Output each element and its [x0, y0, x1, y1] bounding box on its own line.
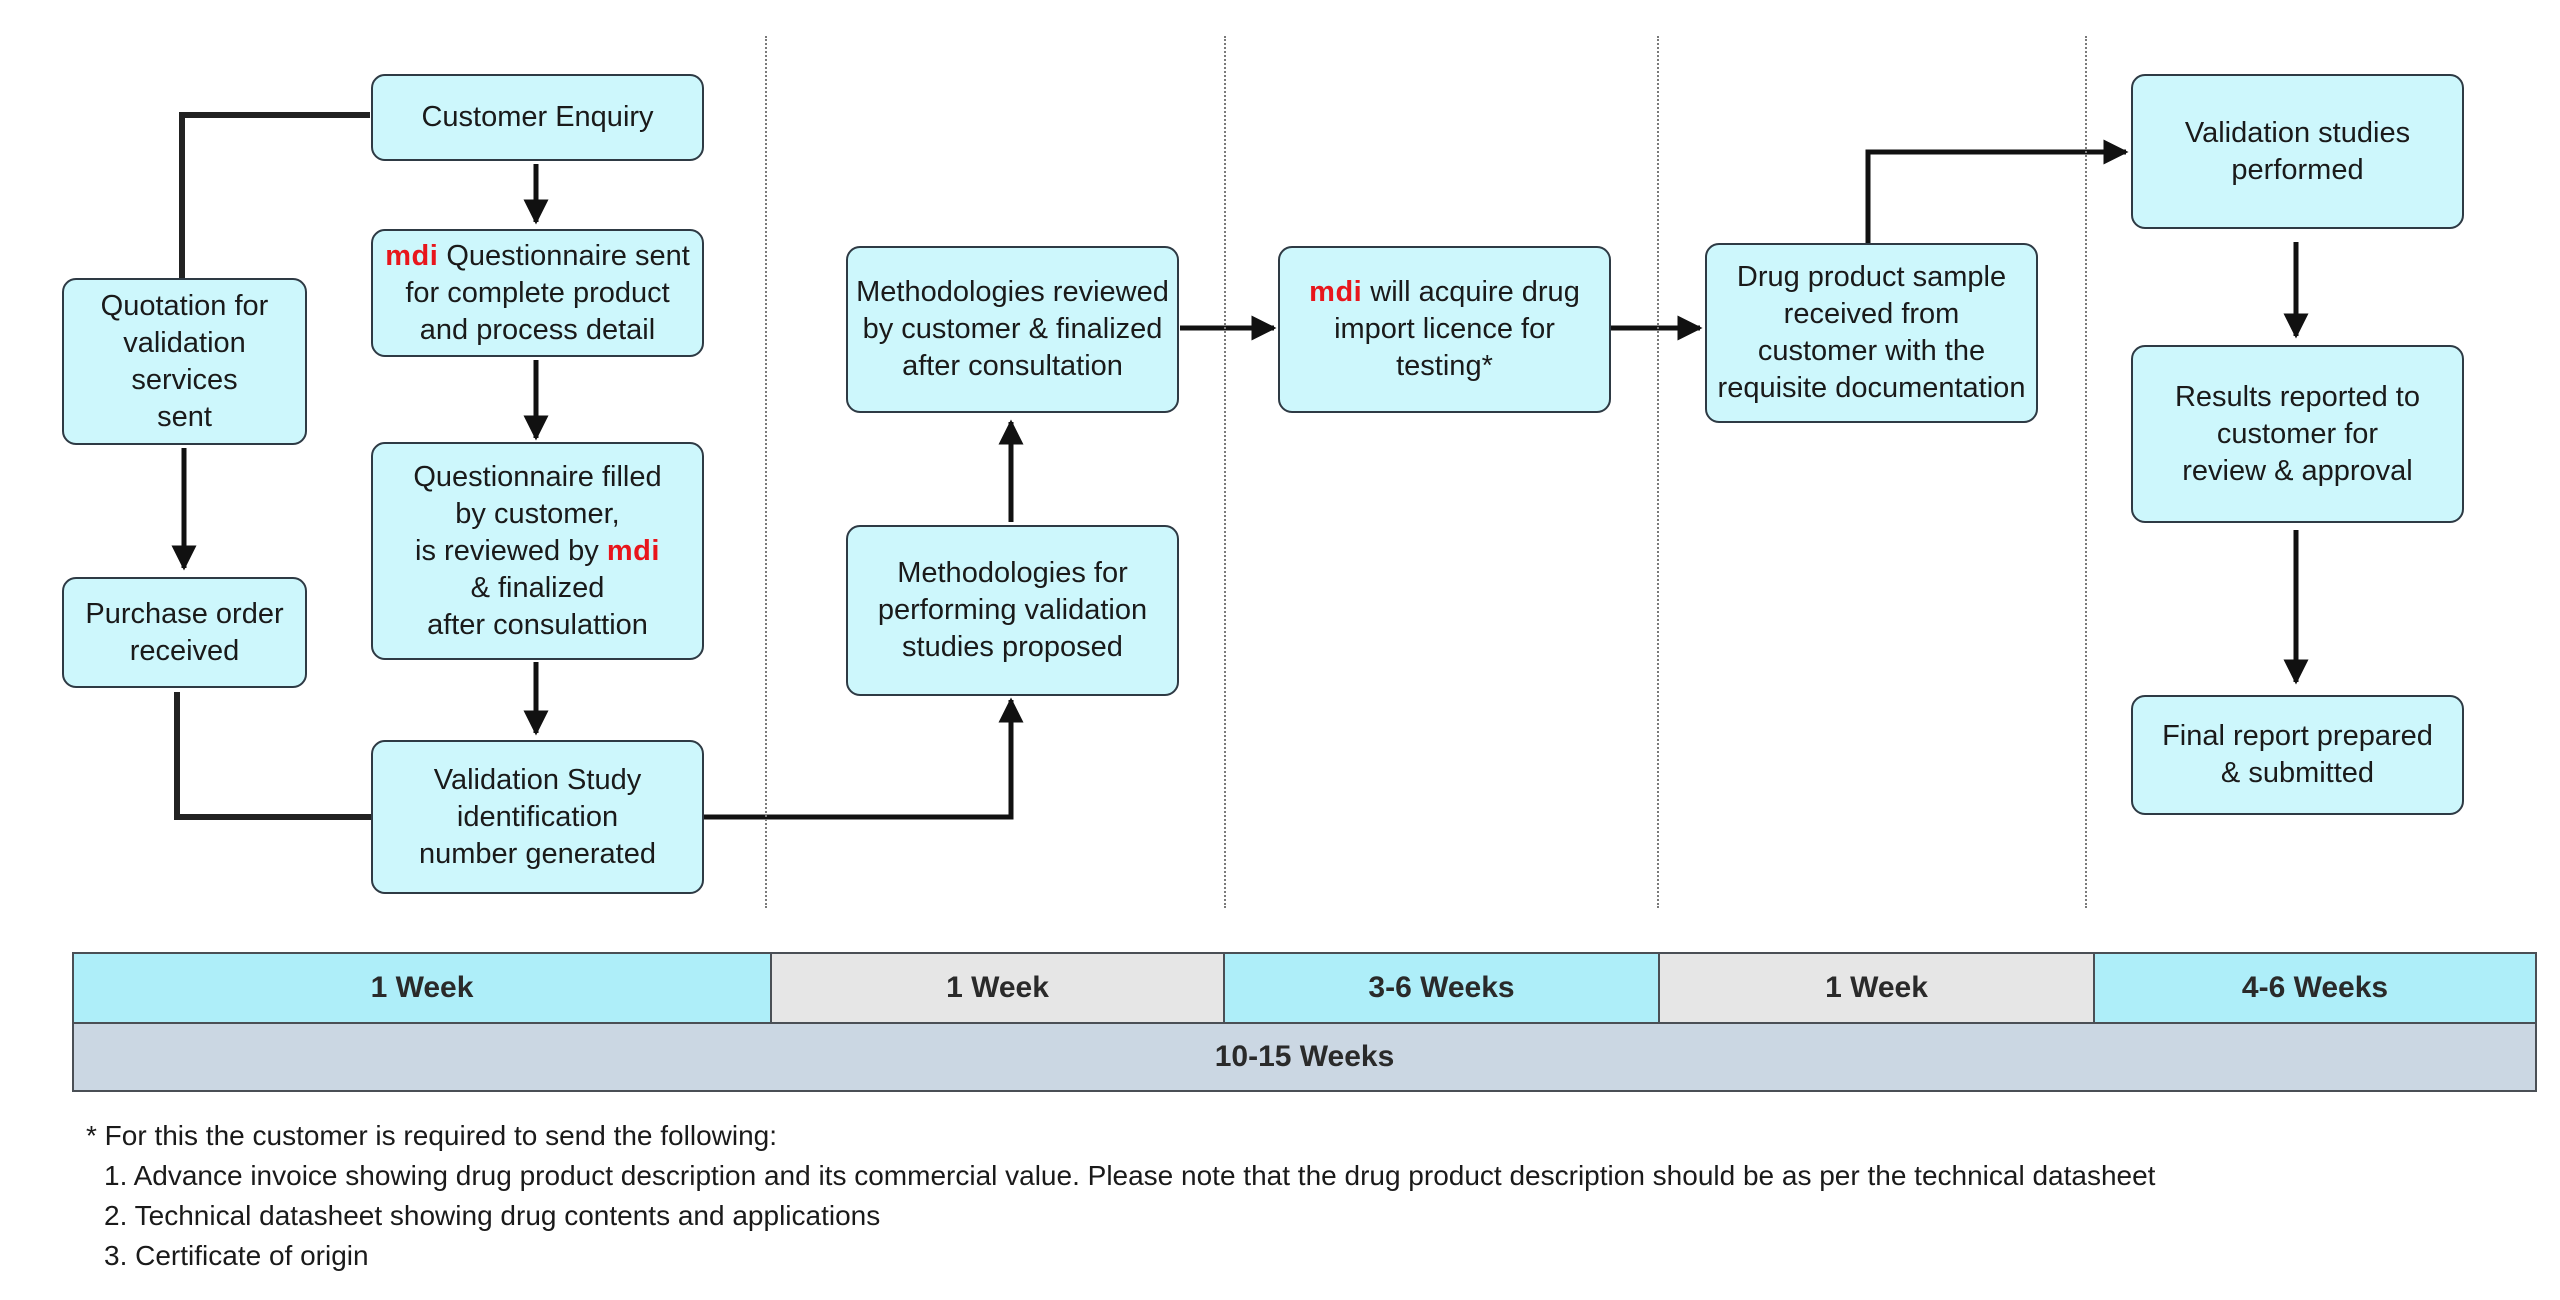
- box-label: Final report prepared & submitted: [2162, 720, 2433, 789]
- box-validation-study-id: Validation Study identification number g…: [371, 740, 704, 894]
- box-label: Results reported to customer for review …: [2174, 380, 2420, 487]
- box-label: Purchase order received: [85, 597, 284, 667]
- box-quotation: Quotation for validation services sent: [62, 278, 307, 445]
- mdi-logo-text: mdi: [606, 534, 660, 567]
- footnote-intro: * For this the customer is required to s…: [86, 1120, 778, 1151]
- box-final-report: Final report prepared & submitted: [2131, 695, 2464, 815]
- timeline-phase-label: 1 Week: [946, 971, 1049, 1004]
- box-label-text: & finalized after consulattion: [427, 571, 648, 641]
- box-validation-performed: Validation studies performed: [2131, 74, 2464, 229]
- box-label-text: Questionnaire filled by customer, is rev…: [413, 460, 662, 567]
- box-label: mdi Questionnaire sent for complete prod…: [385, 238, 690, 349]
- timeline-phase-1: 1 Week: [72, 952, 772, 1024]
- arrow-sample-to-validation-performed: [1865, 139, 2129, 245]
- box-label: Validation studies performed: [2184, 116, 2411, 186]
- timeline-phase-label: 1 Week: [370, 971, 474, 1004]
- box-label: mdi will acquire drug import licence for…: [1309, 274, 1580, 385]
- connector-purchase-order-to-validation-id: [174, 692, 372, 820]
- box-label: Questionnaire filled by customer, is rev…: [413, 459, 661, 644]
- timeline-total-label: 10-15 Weeks: [1214, 1040, 1395, 1073]
- box-label: Customer Enquiry: [421, 101, 654, 133]
- timeline-total: 10-15 Weeks: [72, 1022, 2537, 1092]
- box-import-licence: mdi will acquire drug import licence for…: [1278, 246, 1611, 413]
- box-label: Drug product sample received from custom…: [1717, 261, 2026, 404]
- box-purchase-order: Purchase order received: [62, 577, 307, 688]
- box-results-reported: Results reported to customer for review …: [2131, 345, 2464, 523]
- box-label: Validation Study identification number g…: [419, 763, 656, 870]
- box-label-text: will acquire drug import licence for tes…: [1334, 276, 1580, 382]
- box-customer-enquiry: Customer Enquiry: [371, 74, 704, 161]
- box-sample-received: Drug product sample received from custom…: [1705, 243, 2038, 423]
- connector-enquiry-quotation: [179, 112, 370, 278]
- box-label: Quotation for validation services sent: [100, 289, 269, 433]
- box-label-text: Questionnaire sent for complete product …: [405, 239, 690, 346]
- box-methodologies-reviewed: Methodologies reviewed by customer & fin…: [846, 246, 1179, 413]
- timeline-phase-2: 1 Week: [770, 952, 1225, 1024]
- phase-divider: [2085, 36, 2087, 908]
- phase-divider: [765, 36, 767, 908]
- footnote: * For this the customer is required to s…: [86, 1116, 2155, 1276]
- timeline-phase-label: 3-6 Weeks: [1368, 971, 1515, 1004]
- box-label: Methodologies for performing validation …: [877, 557, 1148, 663]
- footnote-item: 3. Certificate of origin: [104, 1240, 369, 1271]
- box-questionnaire-sent: mdi Questionnaire sent for complete prod…: [371, 229, 704, 357]
- timeline-phase-5: 4-6 Weeks: [2093, 952, 2537, 1024]
- arrow-validation-id-to-methodologies-proposed: [702, 697, 1024, 820]
- footnote-item: 2. Technical datasheet showing drug cont…: [104, 1200, 881, 1231]
- timeline-phase-3: 3-6 Weeks: [1223, 952, 1660, 1024]
- box-label: Methodologies reviewed by customer & fin…: [856, 276, 1169, 382]
- phase-divider: [1657, 36, 1659, 908]
- footnote-item: 1. Advance invoice showing drug product …: [104, 1160, 2156, 1191]
- phase-divider: [1224, 36, 1226, 908]
- timeline-phase-label: 1 Week: [1825, 971, 1928, 1004]
- mdi-logo-text: mdi: [1309, 276, 1363, 308]
- mdi-logo-text: mdi: [385, 239, 439, 272]
- timeline-phase-label: 4-6 Weeks: [2241, 971, 2389, 1004]
- box-methodologies-proposed: Methodologies for performing validation …: [846, 525, 1179, 696]
- box-questionnaire-filled: Questionnaire filled by customer, is rev…: [371, 442, 704, 660]
- timeline-phase-4: 1 Week: [1658, 952, 2095, 1024]
